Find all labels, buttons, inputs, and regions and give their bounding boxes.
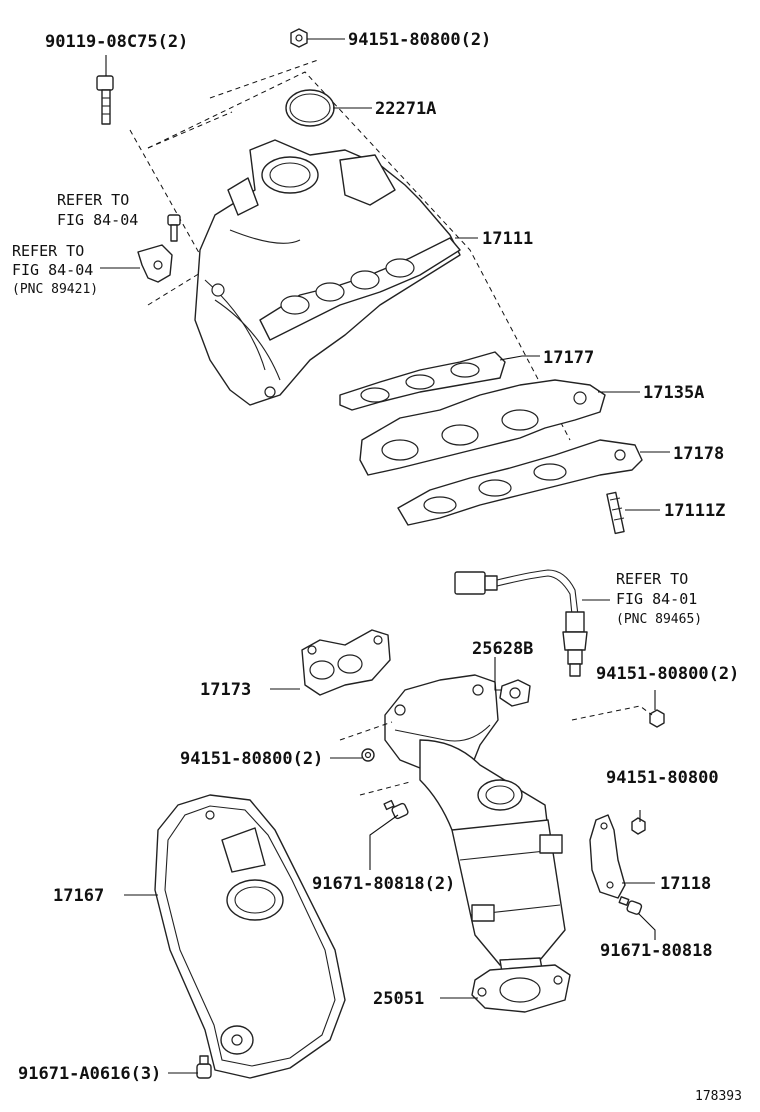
oxygen-sensor-89465	[454, 569, 588, 677]
label-nut-94151-right: 94151-80800(2)	[596, 664, 739, 684]
label-gasket-22271a: 22271A	[375, 99, 436, 119]
intake-manifold-17111	[194, 139, 461, 406]
label-bolt-91671-80818-pair: 91671-80818(2)	[312, 874, 455, 894]
label-insulator-17167: 17167	[53, 886, 104, 906]
gasket-17177	[339, 351, 506, 411]
label-refer2-line2: FIG 84-04	[12, 261, 93, 279]
figure-number: 178393	[695, 1089, 742, 1104]
nut-94151-single	[631, 817, 646, 835]
label-refer1-line2: FIG 84-04	[57, 211, 138, 229]
label-bolt-91671-a0616: 91671-A0616(3)	[18, 1064, 161, 1084]
gasket-17178	[397, 439, 643, 526]
label-refer3-line3: (PNC 89465)	[616, 612, 702, 627]
exhaust-manifold-converter-25051	[384, 674, 571, 1013]
bolt-90119-08c75	[96, 75, 114, 125]
label-gasket-17173: 17173	[200, 680, 251, 700]
label-bolt-91671-80818-single: 91671-80818	[600, 941, 713, 961]
label-refer2-line3: (PNC 89421)	[12, 282, 98, 297]
label-nut-94151-left: 94151-80800(2)	[180, 749, 323, 769]
label-gasket-17177: 17177	[543, 348, 594, 368]
label-nut-94151-top: 94151-80800(2)	[348, 30, 491, 50]
label-bracket-17118: 17118	[660, 874, 711, 894]
label-nut-94151-single: 94151-80800	[606, 768, 719, 788]
bolt-91671-a0616	[196, 1055, 212, 1079]
nut-94151-top	[290, 28, 308, 48]
gasket-22271a	[285, 89, 335, 127]
label-stud-17111z: 17111Z	[664, 501, 725, 521]
gasket-17173	[301, 629, 391, 696]
sensor-89421	[137, 244, 173, 283]
plate-17135a	[359, 379, 606, 476]
label-gasket-25628b: 25628B	[472, 639, 533, 659]
label-gasket-17178: 17178	[673, 444, 724, 464]
sensor-bolt-small	[167, 214, 181, 242]
label-refer3-line1: REFER TO	[616, 570, 688, 588]
label-plate-17135a: 17135A	[643, 383, 704, 403]
bolt-91671-80818-single	[618, 896, 643, 915]
label-bolt-90119-08c75: 90119-08C75(2)	[45, 32, 188, 52]
label-refer1-line1: REFER TO	[57, 191, 129, 209]
bolt-91671-80818-pair	[383, 799, 409, 820]
leader-lines	[100, 38, 670, 1074]
lower-dashed-guides	[339, 705, 653, 796]
label-converter-25051: 25051	[373, 989, 424, 1009]
label-refer3-line2: FIG 84-01	[616, 590, 697, 608]
nut-94151-left	[361, 748, 375, 762]
stud-17111z	[606, 491, 625, 535]
bracket-17118	[589, 814, 626, 899]
nut-94151-right	[649, 709, 665, 728]
label-refer2-line1: REFER TO	[12, 242, 84, 260]
label-manifold-17111: 17111	[482, 229, 533, 249]
heat-insulator-17167	[154, 794, 346, 1079]
gasket-25628b	[499, 679, 531, 707]
